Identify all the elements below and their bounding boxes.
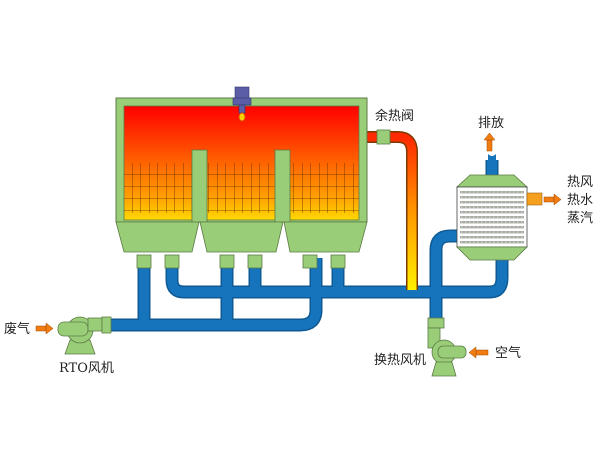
valve-3a <box>302 254 318 269</box>
valve-2b <box>247 254 263 269</box>
rto-furnace <box>115 86 368 269</box>
ceramic-bed-3 <box>290 163 359 213</box>
heat-exchange-fan-icon <box>427 317 467 377</box>
heat-exchanger <box>455 154 543 261</box>
rto-fan-icon <box>57 316 112 355</box>
label-heat-exchange-fan: 换热风机 <box>374 353 426 368</box>
label-output-hot-water: 热水 <box>567 193 593 208</box>
label-discharge: 排放 <box>478 116 504 131</box>
heat-exchanger-tubes <box>460 189 524 245</box>
waste-heat-pipe <box>365 129 418 290</box>
heat-output-arrow-icon <box>543 193 562 206</box>
label-air: 空气 <box>495 345 521 361</box>
heat-output-pipe <box>526 192 543 206</box>
burner-icon <box>232 86 252 122</box>
valve-2a <box>219 254 235 269</box>
valve-1b <box>164 254 180 269</box>
hopper-1 <box>115 221 200 253</box>
discharge-arrow-icon <box>483 132 496 152</box>
label-rto-fan: RTO风机 <box>59 361 114 376</box>
hopper-3 <box>283 221 368 253</box>
chamber-divider-1 <box>191 149 208 223</box>
ceramic-bed-2 <box>207 163 275 213</box>
hopper-2 <box>199 221 284 253</box>
label-output-hot-air: 热风 <box>567 175 593 190</box>
label-output-steam: 蒸汽 <box>567 211 593 226</box>
valve-3b <box>330 254 346 269</box>
valve-1a <box>136 254 152 269</box>
ceramic-bed-1 <box>124 163 192 213</box>
waste-heat-valve <box>376 129 391 145</box>
label-waste-gas: 废气 <box>4 321 30 337</box>
waste-gas-arrow-icon <box>35 322 54 335</box>
air-inlet-arrow-icon <box>468 346 489 359</box>
chamber-divider-2 <box>274 149 291 223</box>
label-waste-heat-valve: 余热阀 <box>375 108 414 124</box>
